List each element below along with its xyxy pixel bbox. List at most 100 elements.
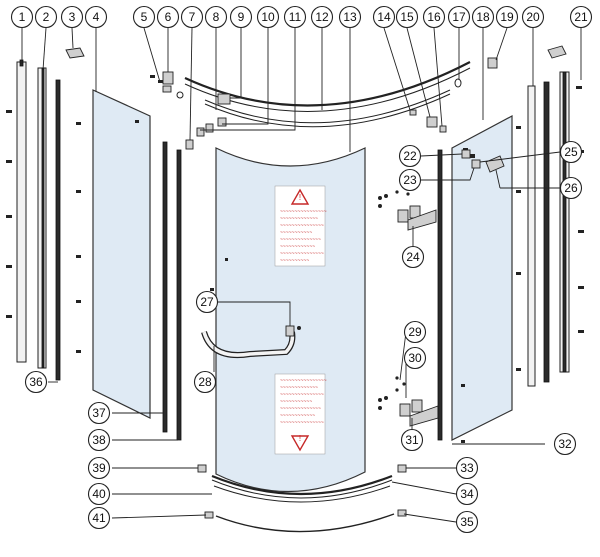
svg-text:12: 12 (315, 10, 329, 24)
callout-32: 32 (553, 432, 577, 456)
callout-11: 11 (283, 5, 307, 29)
bottom-clip-35-end (397, 509, 407, 517)
svg-text:24: 24 (406, 250, 420, 264)
callout-5: 5 (132, 5, 156, 29)
warning-line: ~~~~~~~~~~~~ (280, 413, 315, 419)
right-wall-profile-21 (559, 71, 584, 373)
screw-holes-left (6, 110, 12, 318)
svg-text:39: 39 (92, 461, 106, 475)
leader-lines (21, 27, 582, 523)
svg-text:35: 35 (460, 515, 474, 529)
svg-text:41: 41 (92, 511, 106, 525)
svg-text:14: 14 (377, 10, 391, 24)
svg-text:5: 5 (141, 10, 148, 24)
warning-symbol-top: ! (299, 193, 301, 202)
callout-40: 40 (87, 482, 111, 506)
warning-text-block-bottom: ~~~~~~~~~~~~~~~~ ~~~~~~~~~~~~~ ~~~~~~~~~… (280, 378, 327, 426)
svg-text:29: 29 (408, 325, 422, 339)
svg-text:23: 23 (403, 173, 417, 187)
svg-text:21: 21 (574, 10, 588, 24)
callout-36: 36 (24, 370, 48, 394)
callout-7: 7 (180, 5, 204, 29)
warning-line: ~~~~~~~~~~~~~~~ (280, 392, 324, 398)
callout-31: 31 (400, 428, 424, 452)
svg-text:20: 20 (526, 10, 540, 24)
svg-text:16: 16 (427, 10, 441, 24)
roller-set-left (185, 117, 227, 150)
svg-text:26: 26 (564, 181, 578, 195)
callout-15: 15 (395, 5, 419, 29)
callout-24: 24 (401, 245, 425, 269)
warning-line: ~~~~~~~~~~ (280, 258, 309, 264)
warning-label-top: ! ~~~~~~~~~~~~~~~~ ~~~~~~~~~~~~~ ~~~~~~~… (274, 185, 327, 267)
callout-12: 12 (310, 5, 334, 29)
warning-label-bottom: ~~~~~~~~~~~~~~~~ ~~~~~~~~~~~~~ ~~~~~~~~~… (274, 373, 327, 455)
callout-22: 22 (398, 144, 422, 168)
callout-35: 35 (455, 510, 479, 534)
top-fixture-14 (409, 109, 417, 116)
svg-text:28: 28 (198, 375, 212, 389)
warning-line: ~~~~~~~~~~~~~~~~ (280, 209, 327, 215)
svg-text:33: 33 (460, 461, 474, 475)
callout-39: 39 (87, 456, 111, 480)
callout-10: 10 (256, 5, 280, 29)
svg-text:17: 17 (452, 10, 466, 24)
right-seal-strip-18 (437, 149, 443, 441)
svg-text:22: 22 (403, 149, 417, 163)
svg-text:19: 19 (500, 10, 514, 24)
warning-line: ~~~~~~~~~~~~~~~ (280, 223, 324, 229)
curved-door-glass (210, 147, 366, 493)
bottom-clip-39 (197, 464, 207, 473)
callout-19: 19 (495, 5, 519, 29)
callout-2: 2 (34, 5, 58, 29)
warning-line: ~~~~~~~~~~~~~~~~ (280, 378, 327, 384)
svg-text:32: 32 (558, 437, 572, 451)
svg-text:25: 25 (564, 145, 578, 159)
warning-line: ~~~~~~~~~~~~~~ (280, 237, 321, 243)
warning-line: ~~~~~~~~~~~ (280, 399, 312, 405)
callout-29: 29 (403, 320, 427, 344)
callout-8: 8 (204, 5, 228, 29)
callout-37: 37 (87, 401, 111, 425)
top-fixture-5 (150, 75, 172, 93)
svg-text:18: 18 (476, 10, 490, 24)
svg-text:15: 15 (400, 10, 414, 24)
hinge-holes-upper (378, 190, 410, 208)
svg-text:3: 3 (69, 10, 76, 24)
svg-text:30: 30 (408, 351, 422, 365)
left-wall-profile-2 (37, 67, 47, 369)
bottom-clip-33 (397, 464, 407, 473)
callout-25: 25 (559, 140, 583, 164)
callout-26: 26 (559, 176, 583, 200)
callout-17: 17 (447, 5, 471, 29)
callout-16: 16 (422, 5, 446, 29)
callout-13: 13 (338, 5, 362, 29)
callout-34: 34 (455, 482, 479, 506)
svg-text:27: 27 (200, 295, 214, 309)
callout-20: 20 (521, 5, 545, 29)
top-fixture-6 (162, 71, 184, 99)
warning-line: ~~~~~~~~~~~~~ (280, 385, 318, 391)
callout-30: 30 (403, 346, 427, 370)
top-fixture-16 (439, 125, 447, 133)
warning-line: ~~~~~~~~~~~ (280, 230, 312, 236)
top-fixture-19 (487, 57, 498, 69)
svg-text:11: 11 (289, 10, 302, 24)
top-cap-left (65, 47, 85, 59)
svg-text:4: 4 (93, 10, 100, 24)
svg-text:40: 40 (92, 487, 106, 501)
svg-text:37: 37 (92, 406, 106, 420)
svg-text:10: 10 (261, 10, 275, 24)
svg-text:6: 6 (165, 10, 172, 24)
callout-23: 23 (398, 168, 422, 192)
callout-4: 4 (84, 5, 108, 29)
warning-symbol-bottom: ! (299, 434, 301, 443)
left-side-glass-panel (76, 89, 151, 419)
callout-1: 1 (10, 5, 34, 29)
warning-line: ~~~~~~~~~~~~~ (280, 216, 318, 222)
svg-text:2: 2 (43, 10, 50, 24)
callout-33: 33 (455, 456, 479, 480)
left-seal-strip (55, 79, 61, 381)
svg-text:34: 34 (460, 487, 474, 501)
callout-28: 28 (193, 370, 217, 394)
